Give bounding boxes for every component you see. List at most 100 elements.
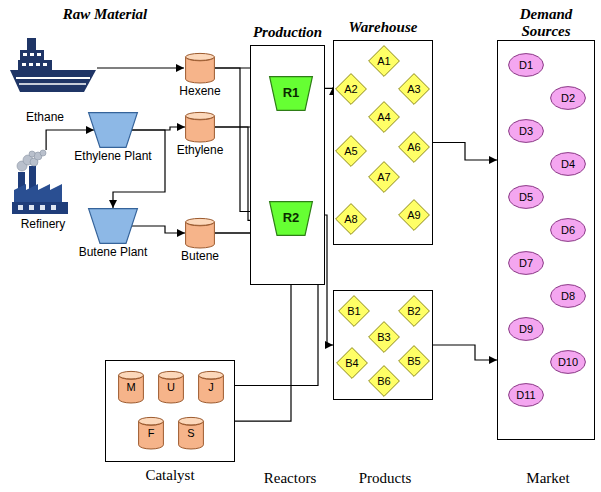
tank-outline bbox=[185, 53, 215, 83]
node-label: D8 bbox=[561, 290, 575, 303]
column-footer: Market bbox=[526, 470, 569, 487]
group-box: WarehouseA1A2A3A4A5A6A7A8A9 bbox=[333, 40, 433, 245]
demand-ellipse: D11 bbox=[508, 383, 544, 407]
tank-outline bbox=[185, 112, 215, 142]
node-caption: Ethylene Plant bbox=[74, 150, 151, 164]
node-label: M bbox=[126, 381, 135, 394]
product-diamond: B5 bbox=[398, 345, 430, 377]
node-label: D10 bbox=[558, 356, 578, 369]
storage-tank: Ethylene bbox=[185, 112, 215, 142]
node-caption: Production bbox=[253, 24, 322, 41]
node-label: A5 bbox=[344, 145, 357, 158]
product-diamond: B1 bbox=[338, 295, 370, 327]
node-label: A1 bbox=[377, 55, 390, 68]
demand-ellipse: D3 bbox=[508, 119, 544, 143]
node-label: A2 bbox=[344, 83, 357, 96]
node-label: S bbox=[187, 427, 194, 440]
demand-ellipse: D5 bbox=[508, 185, 544, 209]
node-label: D7 bbox=[519, 257, 533, 270]
product-diamond: B2 bbox=[398, 295, 430, 327]
stream-label: Ethane bbox=[26, 110, 64, 124]
product-diamond: A6 bbox=[398, 131, 430, 163]
node-label: B4 bbox=[345, 357, 358, 370]
group-box: ProductionR1R2 bbox=[250, 45, 325, 285]
plant-shape: Butene Plant bbox=[88, 208, 138, 244]
node-label: B6 bbox=[377, 375, 390, 388]
node-label: B3 bbox=[377, 331, 390, 344]
node-caption: Catalyst bbox=[145, 467, 194, 484]
node-label: D5 bbox=[519, 191, 533, 204]
storage-tank: Butene bbox=[185, 218, 215, 248]
node-caption: Butene Plant bbox=[79, 246, 148, 260]
node-label: A7 bbox=[377, 171, 390, 184]
node-label: A3 bbox=[407, 83, 420, 96]
storage-tank: M bbox=[118, 371, 144, 403]
factory-outline bbox=[12, 150, 74, 216]
storage-tank: S bbox=[178, 417, 204, 449]
demand-ellipse: D1 bbox=[508, 53, 544, 77]
node-label: B2 bbox=[407, 305, 420, 318]
node-label: D2 bbox=[561, 92, 575, 105]
plant-outline bbox=[88, 208, 138, 244]
product-diamond: A9 bbox=[398, 199, 430, 231]
demand-ellipse: D6 bbox=[550, 218, 586, 242]
refinery-icon: Refinery bbox=[12, 150, 74, 216]
demand-ellipse: D8 bbox=[550, 284, 586, 308]
column-heading: Raw Material bbox=[63, 6, 148, 23]
node-label: U bbox=[167, 381, 175, 394]
node-label: D4 bbox=[561, 158, 575, 171]
group-box: CatalystMUJFS bbox=[105, 360, 235, 462]
flow-arrow bbox=[132, 226, 185, 233]
reactor-shape: R1 bbox=[269, 76, 313, 111]
node-caption: Ethylene bbox=[177, 144, 224, 158]
node-caption: Refinery bbox=[21, 218, 66, 232]
product-diamond: A2 bbox=[335, 73, 367, 105]
node-label: F bbox=[148, 427, 155, 440]
group-box: B1 B2B3B4 B5B6 bbox=[333, 290, 433, 400]
node-label: A9 bbox=[407, 209, 420, 222]
node-caption: Hexene bbox=[179, 85, 220, 99]
reactor-shape: R2 bbox=[269, 201, 313, 236]
column-footer: Products bbox=[359, 470, 412, 487]
node-caption: Warehouse bbox=[349, 19, 418, 36]
node-caption: Demand Sources bbox=[498, 6, 594, 39]
demand-ellipse: D10 bbox=[550, 350, 586, 374]
node-label: D1 bbox=[519, 59, 533, 72]
flow-arrow bbox=[433, 143, 497, 161]
node-label: A8 bbox=[344, 213, 357, 226]
storage-tank: J bbox=[198, 371, 224, 403]
node-label: D6 bbox=[561, 224, 575, 237]
storage-tank: Hexene bbox=[185, 53, 215, 83]
product-diamond: A3 bbox=[398, 73, 430, 105]
node-label: D9 bbox=[519, 323, 533, 336]
supply-line bbox=[97, 67, 184, 68]
column-footer: Reactors bbox=[264, 470, 316, 487]
plant-outline bbox=[88, 112, 138, 148]
node-caption: Butene bbox=[181, 250, 219, 264]
product-diamond: B6 bbox=[368, 365, 400, 397]
demand-ellipse: D9 bbox=[508, 317, 544, 341]
product-diamond: A7 bbox=[368, 161, 400, 193]
product-diamond: B4 bbox=[336, 347, 368, 379]
product-diamond: A8 bbox=[335, 203, 367, 235]
demand-ellipse: D7 bbox=[508, 251, 544, 275]
product-diamond: B3 bbox=[368, 321, 400, 353]
plant-shape: Ethylene Plant bbox=[88, 112, 138, 148]
flow-arrow bbox=[46, 130, 94, 150]
demand-ellipse: D2 bbox=[550, 86, 586, 110]
storage-tank: F bbox=[138, 417, 164, 449]
group-box: Demand SourcesD1D2D3D4D5D6D7D8D9D10D11 bbox=[497, 40, 595, 440]
node-label: R2 bbox=[283, 211, 300, 226]
node-label: B5 bbox=[407, 355, 420, 368]
product-diamond: A4 bbox=[368, 101, 400, 133]
node-label: A4 bbox=[377, 111, 390, 124]
ship-icon bbox=[10, 38, 96, 92]
tank-outline bbox=[185, 218, 215, 248]
storage-tank: U bbox=[158, 371, 184, 403]
node-label: B1 bbox=[347, 305, 360, 318]
demand-ellipse: D4 bbox=[550, 152, 586, 176]
product-diamond: A1 bbox=[368, 45, 400, 77]
node-label: A6 bbox=[407, 141, 420, 154]
node-label: D3 bbox=[519, 125, 533, 138]
node-label: J bbox=[208, 381, 214, 394]
